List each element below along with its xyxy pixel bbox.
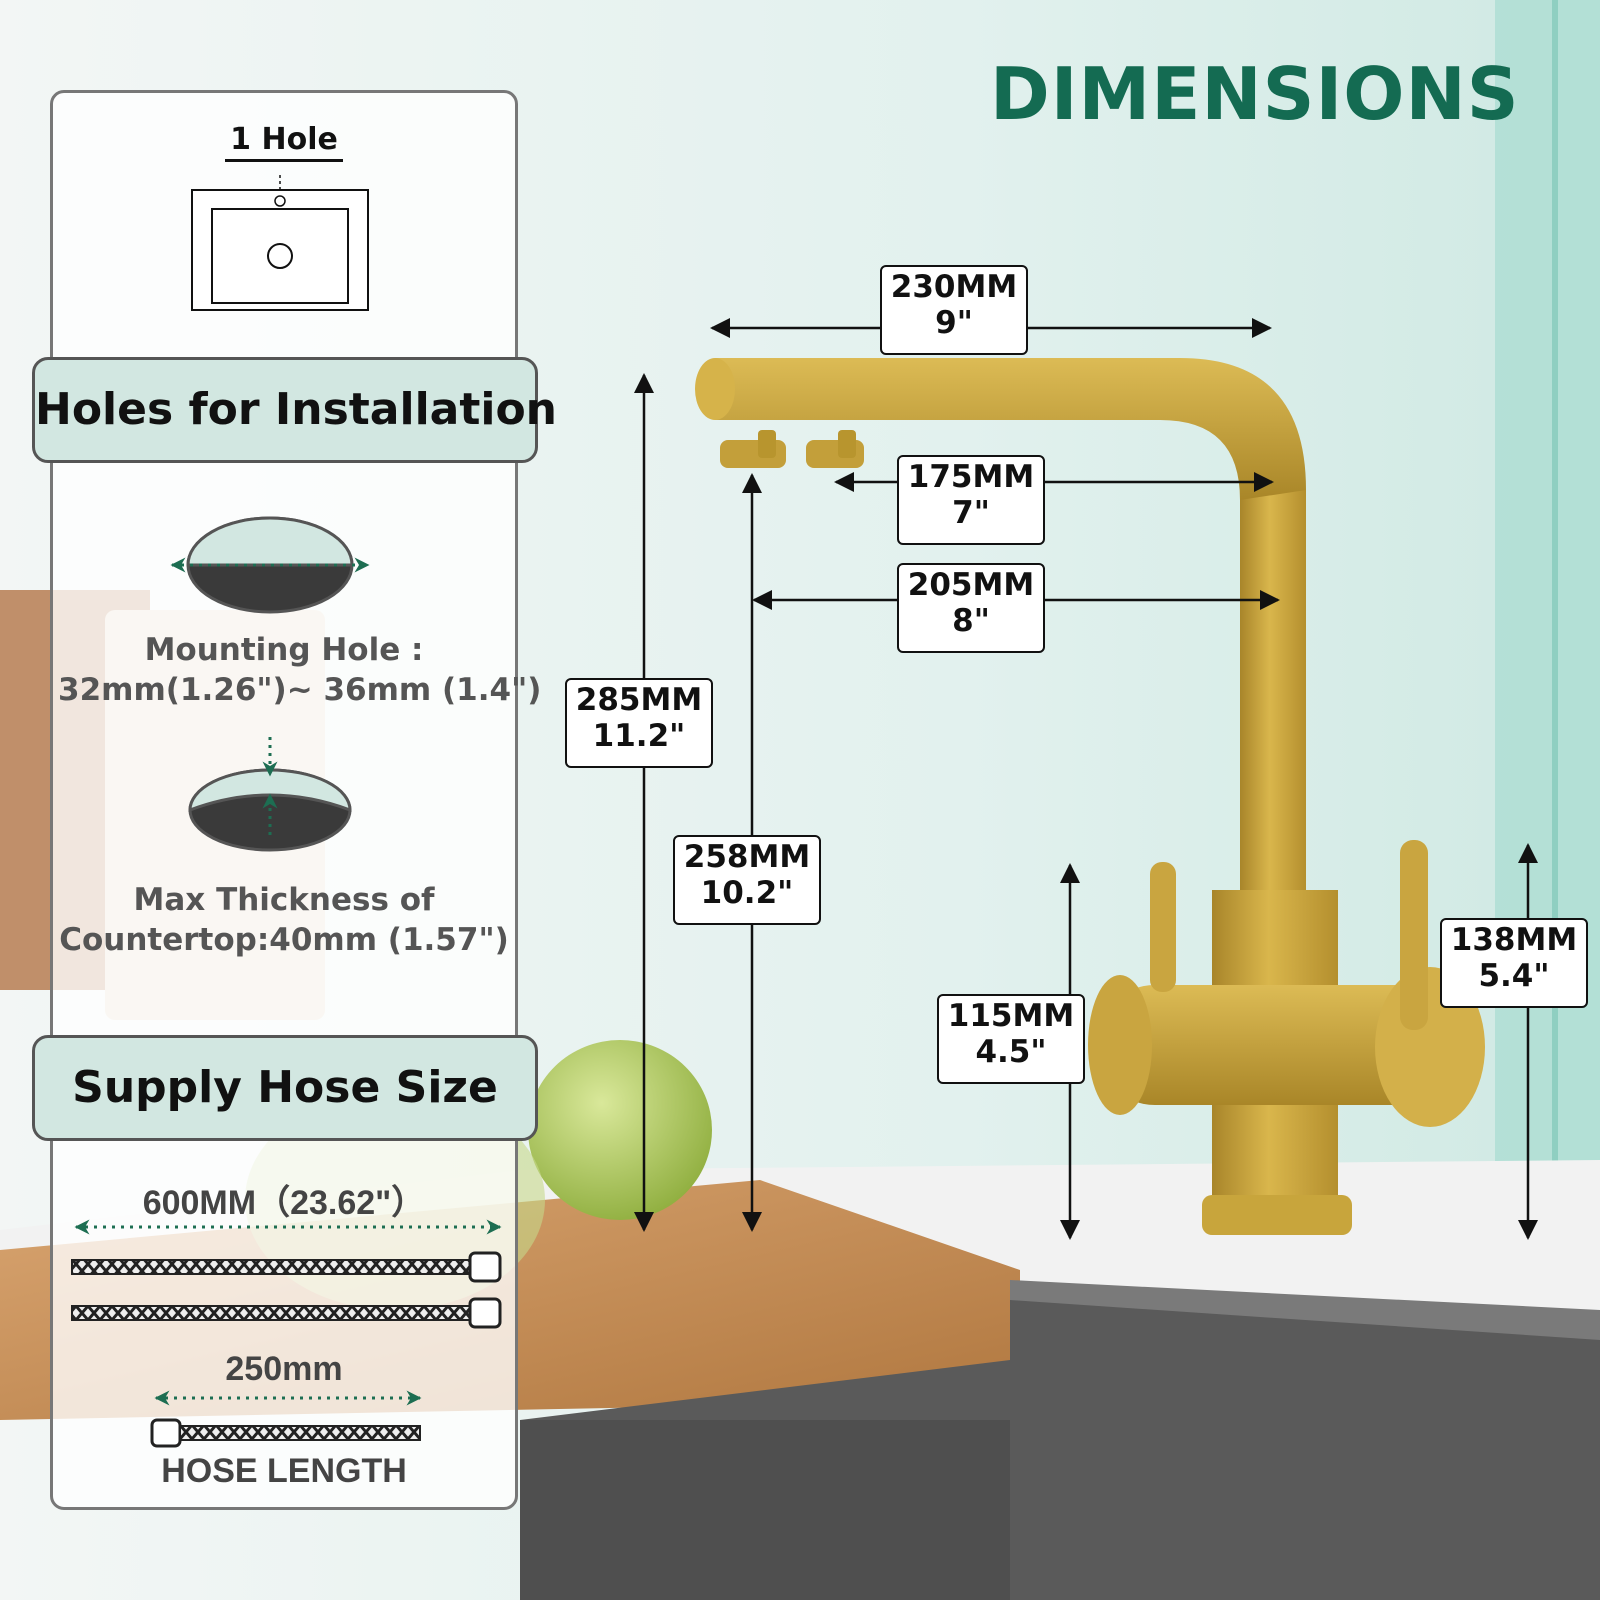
dimension-spout-height: 258MM 10.2" — [673, 835, 821, 925]
dimension-inch: 5.4" — [1478, 958, 1550, 994]
long-hose-icon — [71, 1219, 502, 1329]
dimension-inch: 11.2" — [592, 718, 686, 754]
faucet — [695, 358, 1485, 1235]
hose-length-caption: HOSE LENGTH — [161, 1452, 407, 1490]
short-hose-icon — [150, 1390, 422, 1448]
hose-short-length: 250mm — [225, 1350, 343, 1388]
mounting-hole-value: 32mm(1.26")~ 36mm (1.4") — [58, 672, 542, 708]
dimension-right-handle-height: 138MM 5.4" — [1440, 918, 1588, 1008]
dimension-inch: 4.5" — [975, 1034, 1047, 1070]
countertop-thickness-icon — [188, 737, 352, 852]
dimension-mm: 175MM — [907, 459, 1035, 495]
dimension-mm: 285MM — [575, 682, 703, 718]
dimension-mm: 115MM — [947, 998, 1075, 1034]
dimension-mm: 258MM — [683, 839, 811, 875]
dimension-mm: 230MM — [890, 269, 1018, 305]
apple — [528, 1040, 712, 1220]
dimension-mm: 205MM — [907, 567, 1035, 603]
dimension-left-handle-height: 115MM 4.5" — [937, 994, 1085, 1084]
thickness-label: Max Thickness of — [133, 882, 435, 918]
dimension-lines — [634, 318, 1538, 1240]
dimension-total-height: 285MM 11.2" — [565, 678, 713, 768]
hole-count-label: 1 Hole — [225, 122, 343, 162]
sink-rim — [1010, 1280, 1600, 1340]
dimension-outlet-distance: 175MM 7" — [897, 455, 1045, 545]
hose-long-length: 600MM（23.62"） — [142, 1184, 426, 1222]
dimension-spout-reach: 205MM 8" — [897, 563, 1045, 653]
supply-hose-header: Supply Hose Size — [32, 1035, 538, 1141]
dimension-inch: 9" — [935, 305, 973, 341]
holes-installation-header: Holes for Installation — [32, 357, 557, 463]
dimension-inch: 7" — [952, 495, 990, 531]
tile-strip — [1495, 0, 1600, 1230]
dimension-spout-length: 230MM 9" — [880, 265, 1028, 355]
dimension-inch: 10.2" — [700, 875, 794, 911]
page-title: DIMENSIONS — [990, 52, 1520, 136]
dimension-inch: 8" — [952, 603, 990, 639]
sink-hole-diagram — [191, 175, 369, 311]
thickness-value: Countertop:40mm (1.57") — [59, 922, 509, 958]
mounting-hole-icon — [170, 516, 370, 614]
dimension-mm: 138MM — [1450, 922, 1578, 958]
mounting-hole-label: Mounting Hole : — [144, 632, 424, 668]
